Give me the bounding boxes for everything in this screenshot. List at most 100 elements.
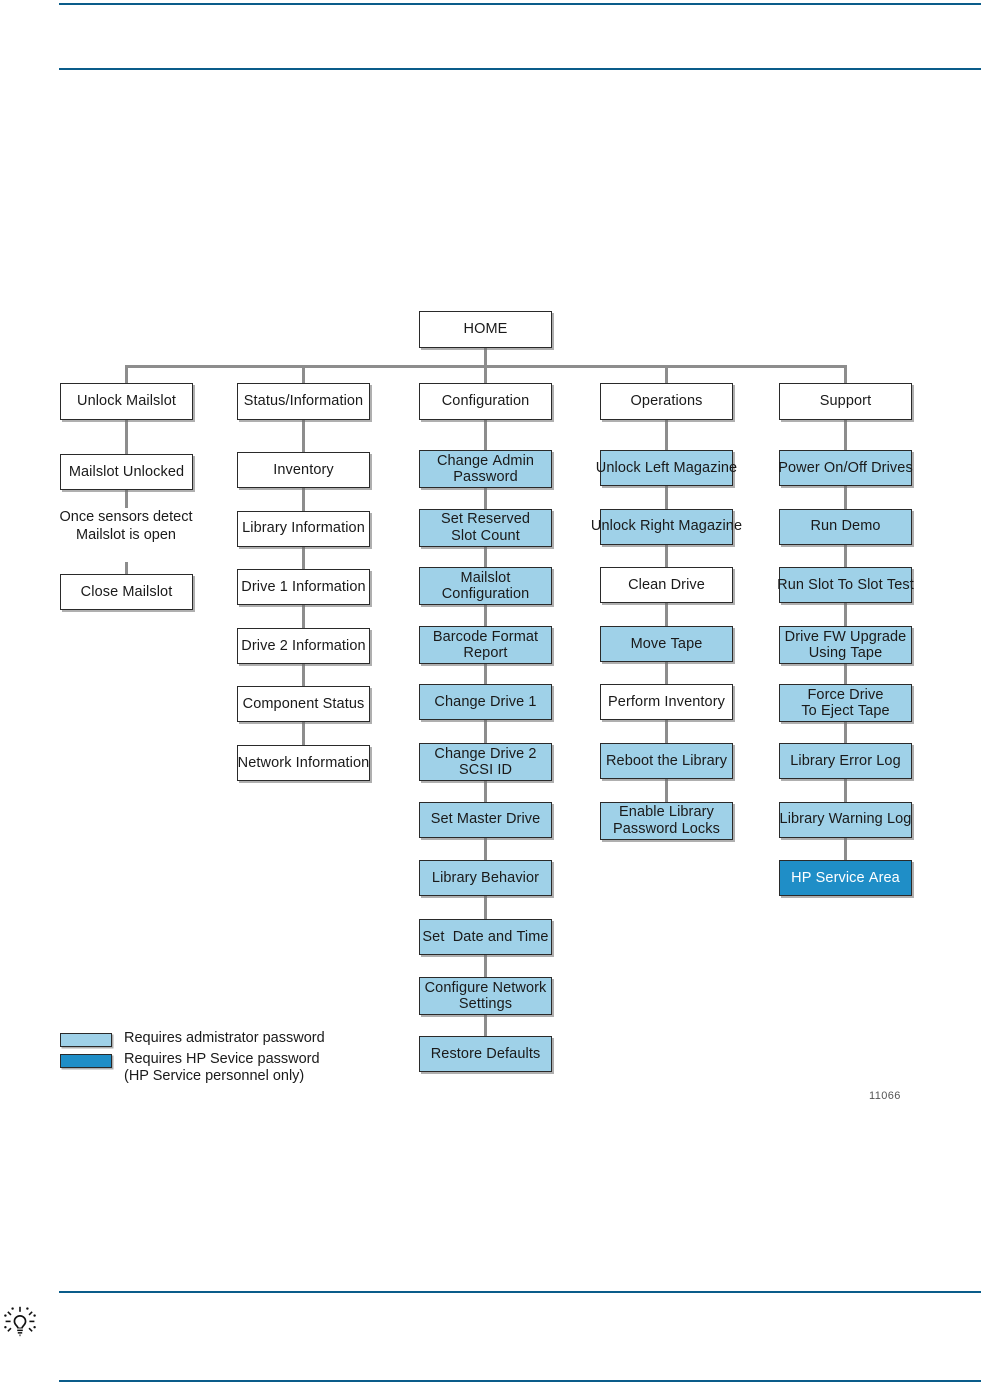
node-operations-item-1[interactable]: Unlock Right Magazine: [591, 508, 742, 545]
node-status-information-item-4[interactable]: Component Status: [237, 686, 370, 723]
connector-segment: [844, 486, 847, 509]
node-header-configuration[interactable]: Configuration: [419, 383, 552, 420]
connector-segment: [665, 661, 668, 685]
node-operations-item-5[interactable]: Reboot the Library: [600, 743, 733, 779]
node-operations-item-0[interactable]: Unlock Left Magazine: [596, 450, 737, 486]
legend: Requires admistrator password Requires H…: [60, 1030, 325, 1089]
connector-segment: [665, 420, 668, 450]
node-support-item-2[interactable]: Run Slot To Slot Test: [777, 567, 914, 604]
connector-segment: [844, 603, 847, 626]
node-configuration-item-10[interactable]: Restore Defaults: [419, 1036, 552, 1072]
connector-segment: [125, 420, 128, 454]
connector-segment: [844, 663, 847, 685]
node-header-operations[interactable]: Operations: [600, 383, 733, 420]
connector-segment: [665, 779, 668, 802]
node-label: Status/Information: [243, 393, 364, 410]
page-rule-bottom-inner: [59, 1291, 981, 1293]
node-configuration-item-8[interactable]: Set Date and Time: [419, 918, 552, 955]
connector-bus-drop-configuration: [484, 365, 487, 383]
connector-segment: [844, 420, 847, 450]
node-label: Mailslot Unlocked: [68, 463, 185, 480]
connector-segment: [665, 486, 668, 509]
connector-bus-drop-operations: [665, 365, 668, 383]
connector-bus-drop-support: [844, 365, 847, 383]
node-support-item-1[interactable]: Run Demo: [779, 508, 912, 545]
node-label: Reboot the Library: [605, 752, 728, 769]
legend-swatch-service: [60, 1053, 112, 1068]
connector-root-stem: [484, 348, 487, 368]
node-status-information-item-1[interactable]: Library Information: [237, 510, 370, 547]
connector-segment: [302, 722, 305, 745]
node-unlock-mailslot-item-0[interactable]: Mailslot Unlocked: [60, 454, 193, 490]
legend-label-admin: Requires admistrator password: [124, 1030, 325, 1046]
node-operations-item-3[interactable]: Move Tape: [600, 625, 733, 662]
node-label: Set Date and Time: [422, 928, 549, 945]
node-label: Drive 2 Information: [241, 637, 366, 654]
connector-segment: [302, 663, 305, 687]
connector-bus-drop-status-information: [302, 365, 305, 383]
node-configuration-item-4[interactable]: Change Drive 1: [419, 684, 552, 721]
node-label: Clean Drive: [628, 577, 705, 594]
note-sensor-text: Once sensors detect Mailslot is open: [46, 508, 206, 545]
connector-segment: [665, 544, 668, 568]
node-configuration-item-6[interactable]: Set Master Drive: [419, 801, 552, 838]
node-label: Library Error Log: [790, 752, 901, 769]
node-configuration-item-7[interactable]: Library Behavior: [419, 860, 552, 897]
connector-bus-drop-unlock-mailslot: [125, 365, 128, 383]
legend-item: Requires admistrator password: [60, 1030, 325, 1048]
legend-swatch-admin: [60, 1033, 112, 1047]
connector-segment: [484, 781, 487, 802]
node-label: Run Slot To Slot Test: [777, 577, 914, 594]
connector-segment: [302, 546, 305, 570]
node-support-item-5[interactable]: Library Error Log: [779, 743, 912, 779]
node-status-information-item-5[interactable]: Network Information: [237, 745, 370, 781]
node-label: Unlock Right Magazine: [590, 518, 743, 535]
node-support-item-0[interactable]: Power On/Off Drives: [778, 450, 913, 486]
page-rule-top-inner: [59, 68, 981, 70]
node-label: Inventory: [273, 461, 334, 478]
node-status-information-item-0[interactable]: Inventory: [237, 452, 370, 488]
node-status-information-item-2[interactable]: Drive 1 Information: [237, 569, 370, 606]
page-rule-bottom-outer: [59, 1380, 981, 1382]
node-header-unlock-mailslot[interactable]: Unlock Mailslot: [60, 383, 193, 420]
node-support-item-6[interactable]: Library Warning Log: [779, 801, 912, 838]
connector-segment: [484, 837, 487, 861]
node-status-information-item-3[interactable]: Drive 2 Information: [237, 627, 370, 664]
connector-segment: [302, 488, 305, 511]
connector-segment: [844, 722, 847, 743]
node-header-support[interactable]: Support: [779, 383, 912, 420]
node-unlock-mailslot-item-1[interactable]: Close Mailslot: [60, 574, 193, 610]
lightbulb-tip-icon: [4, 1306, 36, 1340]
node-label: Library Behavior: [431, 870, 540, 887]
connector-segment: [484, 663, 487, 685]
node-label: Move Tape: [630, 635, 703, 652]
node-operations-item-2[interactable]: Clean Drive: [600, 567, 733, 604]
node-label: Network Information: [237, 754, 370, 771]
connector-segment: [484, 605, 487, 626]
node-operations-item-4[interactable]: Perform Inventory: [600, 684, 733, 721]
connector-segment: [844, 779, 847, 802]
node-home[interactable]: HOME: [419, 311, 552, 348]
connector-segment: [484, 488, 487, 509]
node-header-status-information[interactable]: Status/Information: [237, 383, 370, 420]
connector-segment: [302, 605, 305, 628]
connector-segment: [484, 1015, 487, 1036]
node-label: Change Drive 1: [434, 694, 537, 711]
node-support-item-7[interactable]: HP Service Area: [779, 860, 912, 897]
node-label: Library Warning Log: [779, 811, 912, 828]
